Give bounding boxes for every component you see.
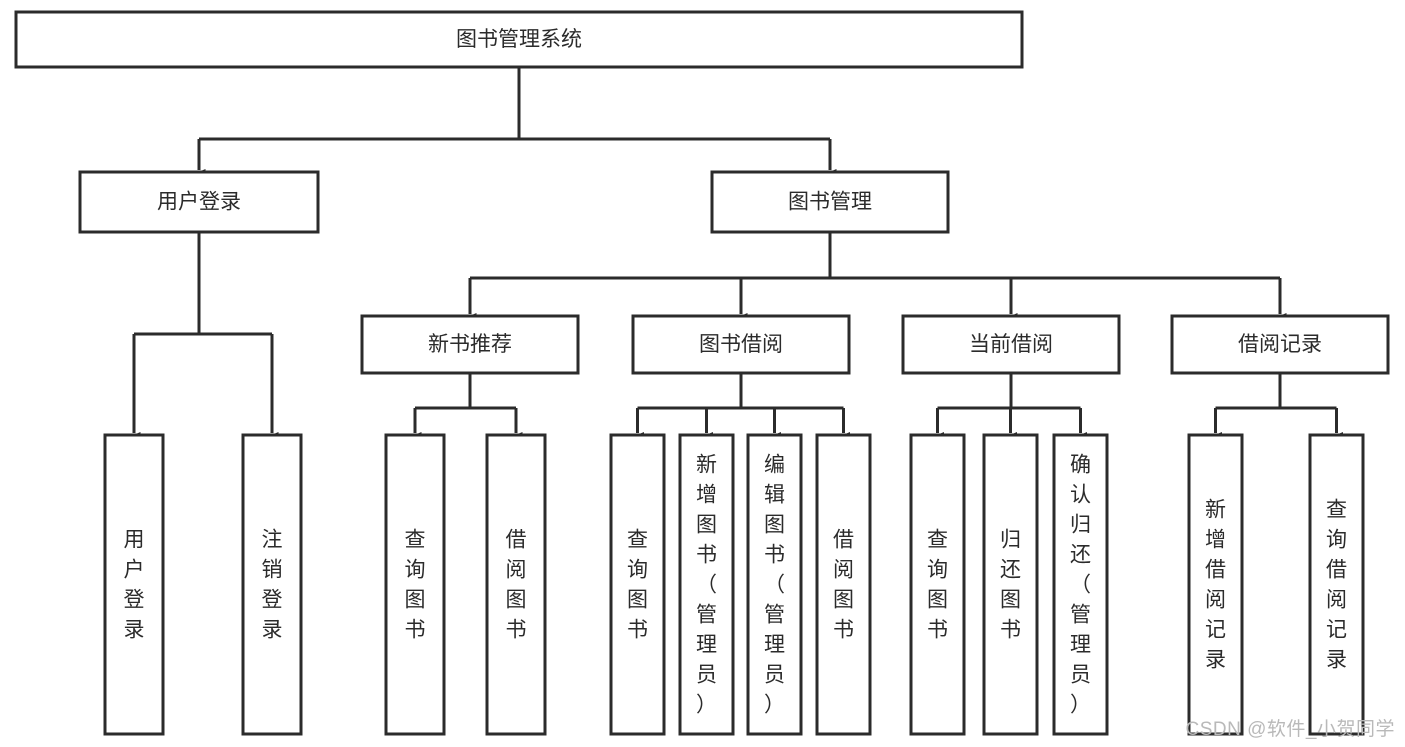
- node-label-nb-query-book: 查询图书: [405, 529, 426, 642]
- node-label-logout-do: 注销登录: [262, 529, 283, 642]
- node-box-logout-do[interactable]: [241, 433, 303, 736]
- node-box-br-query-record[interactable]: [1308, 433, 1365, 736]
- node-box-cb-return-book[interactable]: [982, 433, 1039, 736]
- node-box-nb-borrow-book[interactable]: [485, 433, 547, 736]
- node-bb-query-book[interactable]: 查询图书: [609, 433, 666, 736]
- node-borrow-record[interactable]: 借阅记录: [1170, 314, 1390, 375]
- node-label-root: 图书管理系统: [456, 28, 582, 51]
- node-box-nb-query-book[interactable]: [384, 433, 446, 736]
- node-box-new-book-recommend[interactable]: [360, 314, 580, 375]
- node-cb-return-book[interactable]: 归还图书: [982, 433, 1039, 736]
- node-label-user-login: 用户登录: [157, 191, 241, 214]
- node-bb-add-book[interactable]: 新增图书（管理员）: [678, 433, 735, 736]
- node-login-do[interactable]: 用户登录: [103, 433, 165, 736]
- node-user-login[interactable]: 用户登录: [78, 170, 320, 234]
- node-label-nb-borrow-book: 借阅图书: [506, 529, 527, 642]
- connector-layer: [127, 67, 1343, 443]
- node-logout-do[interactable]: 注销登录: [241, 433, 303, 736]
- node-layer: 图书管理系统用户登录图书管理用户登录注销登录新书推荐图书借阅当前借阅借阅记录查询…: [14, 10, 1390, 736]
- node-box-book-borrow[interactable]: [631, 314, 851, 375]
- node-current-borrow[interactable]: 当前借阅: [901, 314, 1121, 375]
- node-label-book-manage: 图书管理: [788, 191, 872, 214]
- node-label-cb-return-book: 归还图书: [1000, 529, 1021, 642]
- node-label-new-book-recommend: 新书推荐: [428, 333, 512, 356]
- node-box-bb-edit-book[interactable]: [746, 433, 803, 736]
- node-box-bb-query-book[interactable]: [609, 433, 666, 736]
- node-label-bb-add-book: 新增图书（管理员）: [696, 454, 717, 717]
- node-label-current-borrow: 当前借阅: [969, 333, 1053, 356]
- node-box-root[interactable]: [14, 10, 1024, 69]
- node-label-bb-query-book: 查询图书: [627, 529, 648, 642]
- node-box-user-login[interactable]: [78, 170, 320, 234]
- node-br-add-record[interactable]: 新增借阅记录: [1187, 433, 1244, 736]
- node-label-bb-borrow-book: 借阅图书: [833, 529, 854, 642]
- node-book-manage[interactable]: 图书管理: [710, 170, 950, 234]
- node-book-borrow[interactable]: 图书借阅: [631, 314, 851, 375]
- node-nb-query-book[interactable]: 查询图书: [384, 433, 446, 736]
- node-box-book-manage[interactable]: [710, 170, 950, 234]
- node-br-query-record[interactable]: 查询借阅记录: [1308, 433, 1365, 736]
- node-bb-edit-book[interactable]: 编辑图书（管理员）: [746, 433, 803, 736]
- node-root[interactable]: 图书管理系统: [14, 10, 1024, 69]
- node-label-br-add-record: 新增借阅记录: [1205, 499, 1226, 672]
- node-box-borrow-record[interactable]: [1170, 314, 1390, 375]
- node-label-book-borrow: 图书借阅: [699, 333, 783, 356]
- node-box-bb-borrow-book[interactable]: [815, 433, 872, 736]
- node-label-cb-query-book: 查询图书: [927, 529, 948, 642]
- node-box-current-borrow[interactable]: [901, 314, 1121, 375]
- node-label-login-do: 用户登录: [124, 529, 145, 642]
- node-box-cb-query-book[interactable]: [909, 433, 966, 736]
- watermark-text: CSDN @软件_小贺同学: [1185, 719, 1395, 740]
- node-label-borrow-record: 借阅记录: [1238, 333, 1322, 356]
- node-cb-confirm-return[interactable]: 确认归还（管理员）: [1052, 433, 1109, 736]
- node-cb-query-book[interactable]: 查询图书: [909, 433, 966, 736]
- node-box-br-add-record[interactable]: [1187, 433, 1244, 736]
- node-label-cb-confirm-return: 确认归还（管理员）: [1070, 454, 1091, 717]
- node-label-br-query-record: 查询借阅记录: [1326, 499, 1347, 672]
- node-label-bb-edit-book: 编辑图书（管理员）: [764, 454, 785, 717]
- node-new-book-recommend[interactable]: 新书推荐: [360, 314, 580, 375]
- node-box-bb-add-book[interactable]: [678, 433, 735, 736]
- node-box-login-do[interactable]: [103, 433, 165, 736]
- node-nb-borrow-book[interactable]: 借阅图书: [485, 433, 547, 736]
- node-bb-borrow-book[interactable]: 借阅图书: [815, 433, 872, 736]
- node-box-cb-confirm-return[interactable]: [1052, 433, 1109, 736]
